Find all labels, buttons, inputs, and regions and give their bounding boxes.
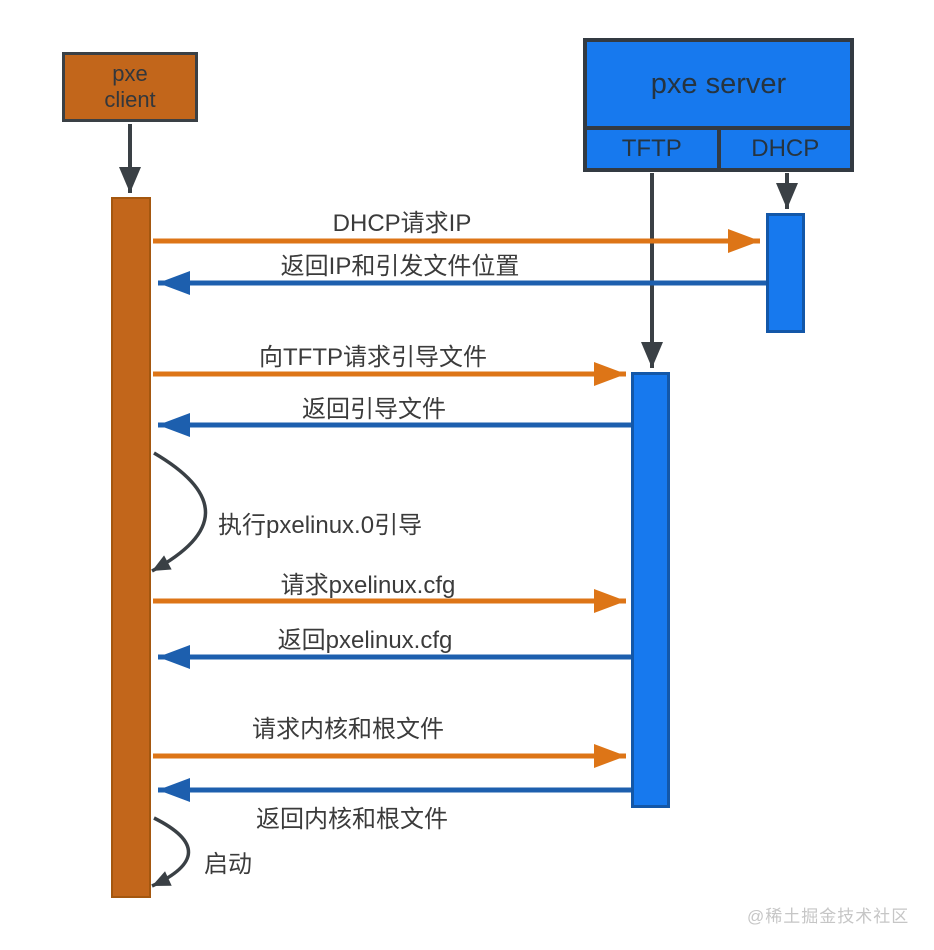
service-tftp: TFTP xyxy=(621,135,682,162)
message-label-tftp-request: 向TFTP请求引导文件 xyxy=(259,344,487,371)
watermark: @稀土掘金技术社区 xyxy=(747,907,910,926)
pxe-server-services: TFTP DHCP xyxy=(587,126,850,168)
self-loop-boot xyxy=(151,816,191,888)
message-label-return-ip: 返回IP和引发文件位置 xyxy=(280,253,520,280)
message-label-request-cfg: 请求pxelinux.cfg xyxy=(280,572,456,599)
self-loop-exec-pxelinux xyxy=(151,451,208,573)
pxe-server-title: pxe server xyxy=(650,67,787,100)
message-label-boot: 启动 xyxy=(204,851,252,878)
pxe-client-label-line1: pxe xyxy=(112,60,148,86)
message-label-return-cfg: 返回pxelinux.cfg xyxy=(277,627,453,654)
service-dhcp: DHCP xyxy=(716,130,851,168)
message-label-request-kernel: 请求内核和根文件 xyxy=(252,716,444,743)
pxe-server-box: pxe server TFTP DHCP xyxy=(583,38,854,172)
pxe-client-label-line2: client xyxy=(104,87,156,112)
dhcp-activation-bar xyxy=(766,213,805,333)
client-lifeline-bar xyxy=(111,197,151,898)
message-label-dhcp-request: DHCP请求IP xyxy=(332,210,472,237)
message-label-exec-pxelinux: 执行pxelinux.0引导 xyxy=(218,512,423,539)
message-label-return-kernel: 返回内核和根文件 xyxy=(256,806,448,833)
tftp-activation-bar xyxy=(631,372,670,808)
message-label-return-bootfile: 返回引导文件 xyxy=(302,396,446,423)
pxe-client-box: pxe client xyxy=(62,52,198,122)
